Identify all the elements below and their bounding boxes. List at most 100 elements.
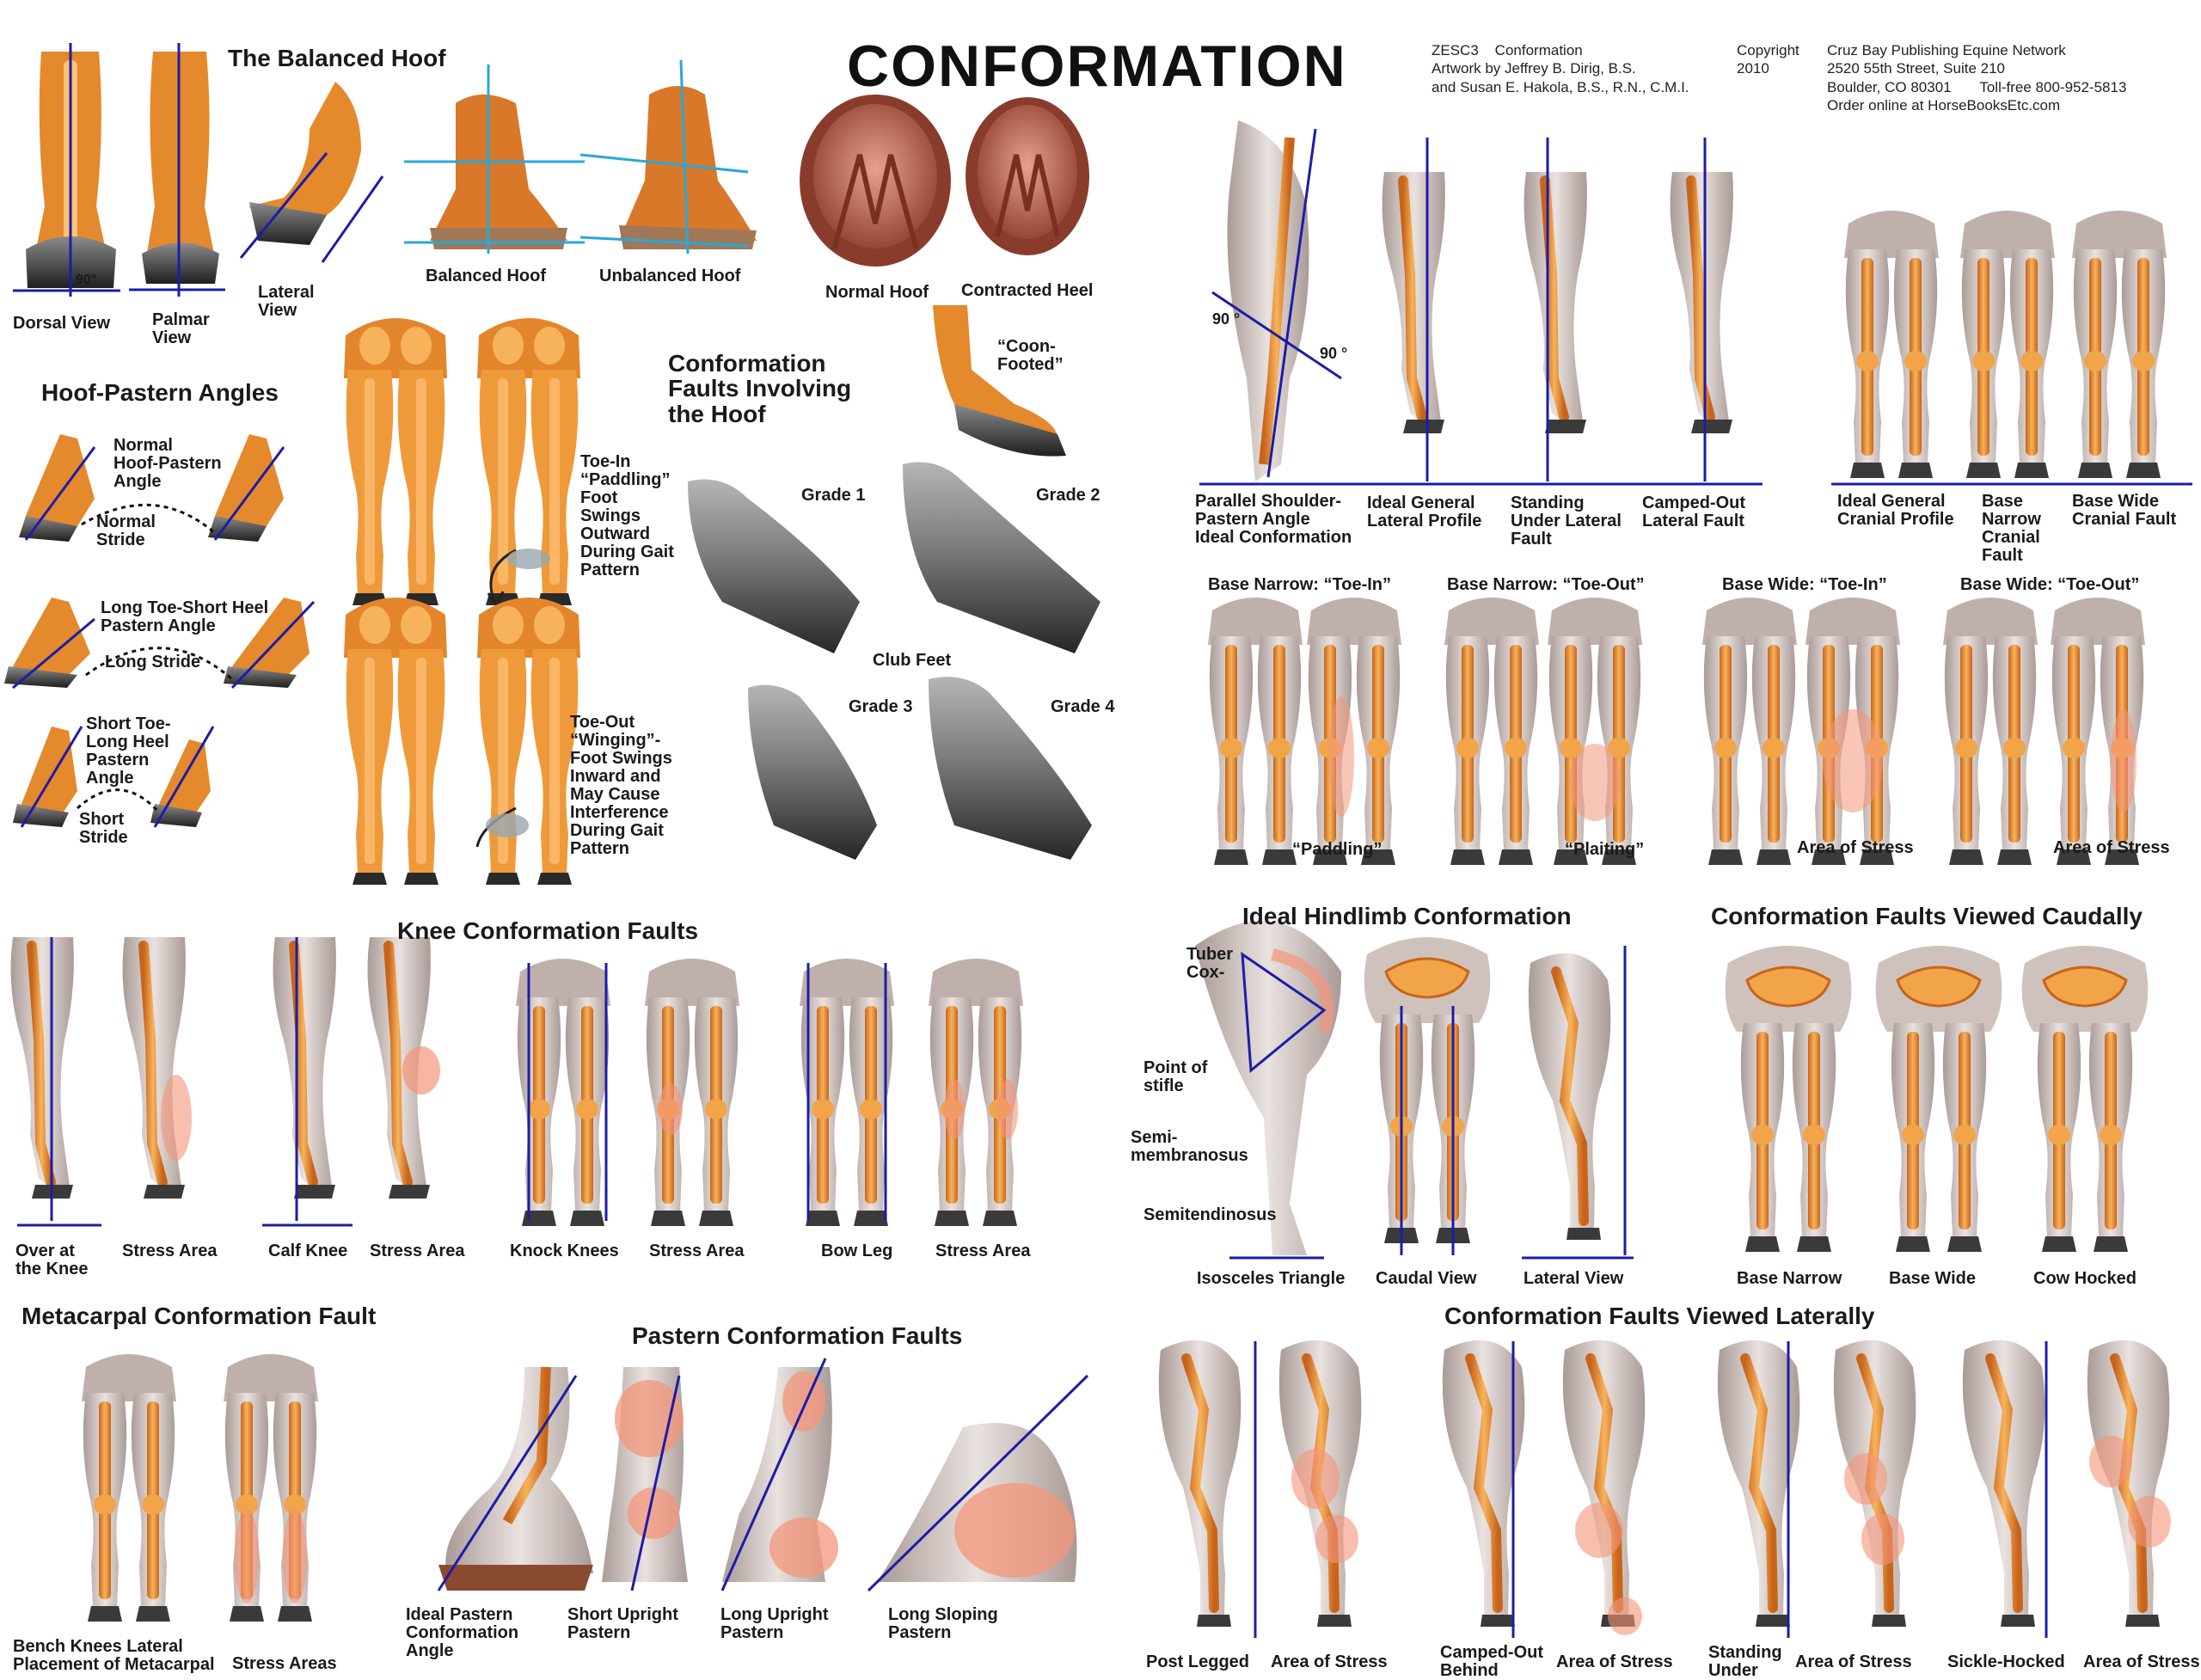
ideal-lateral-label: Ideal General Lateral Profile xyxy=(1367,494,1482,530)
lateral-view-hind-label: Lateral View xyxy=(1524,1269,1624,1288)
caudal-narrow-label: Base Narrow xyxy=(1737,1269,1842,1288)
palmar-view-hoof xyxy=(129,43,225,297)
lat-standing-under xyxy=(1718,1340,1800,1638)
semitendinosus-label: Semitendinosus xyxy=(1143,1205,1277,1224)
short-stride-label: Short Stride xyxy=(79,810,128,847)
balanced-hoof-label: Balanced Hoof xyxy=(426,267,547,285)
cranial-base-wide-label: Base Wide Cranial Fault xyxy=(2072,492,2177,529)
pastern-faults-heading: Pastern Conformation Faults xyxy=(632,1322,963,1349)
contracted-heel-label: Contracted Heel xyxy=(961,281,1094,300)
metacarpal-heading: Metacarpal Conformation Fault xyxy=(21,1303,377,1329)
over-knee-label: Over at the Knee xyxy=(15,1242,89,1278)
parallel-label: Parallel Shoulder- Pastern Angle Ideal C… xyxy=(1195,492,1352,547)
lat-camped-out xyxy=(1443,1340,1525,1638)
lat-post-legged xyxy=(1159,1340,1257,1638)
club-foot-grade-4 xyxy=(929,677,1092,860)
knee-knock-knees xyxy=(516,959,610,1226)
toe-normal-legs-2 xyxy=(344,598,447,885)
coon-footed-hoof xyxy=(933,305,1066,457)
knee-stress-1 xyxy=(123,937,192,1199)
dorsal-view-hoof xyxy=(13,43,120,297)
ideal-hindlimb-heading: Ideal Hindlimb Conformation xyxy=(1242,903,1572,929)
knee-bow-leg xyxy=(800,959,894,1226)
lateral-profile-standing-under xyxy=(1524,138,1587,481)
pastern-short-label: Short Upright Pastern xyxy=(567,1605,678,1642)
normal-hpa-label: Normal Hoof-Pastern Angle xyxy=(113,436,222,491)
lat-standing-under-stress xyxy=(1834,1340,1916,1627)
cranial-base-narrow-label: Base Narrow Cranial Fault xyxy=(1982,492,2041,565)
unbalanced-hoof-illustration xyxy=(579,59,757,254)
bn-toe-in-heading: Base Narrow: “Toe-In” xyxy=(1208,575,1391,594)
coon-footed-label: “Coon- Footed” xyxy=(997,337,1064,374)
metacarpal-stress xyxy=(224,1354,318,1622)
pastern-ideal-label: Ideal Pastern Conformation Angle xyxy=(406,1605,519,1660)
normal-stride-label: Normal Stride xyxy=(96,512,156,549)
club-foot-grade-2 xyxy=(903,462,1100,653)
pastern-long-upright-label: Long Upright Pastern xyxy=(720,1605,829,1642)
hindlimb-caudal-view xyxy=(1364,937,1491,1255)
credits-copyright: Copyright 2010 xyxy=(1737,42,1799,77)
club-foot-grade-3 xyxy=(748,684,877,860)
bn-toe-out-heading: Base Narrow: “Toe-Out” xyxy=(1447,575,1645,594)
toe-out-label: Toe-Out “Winging”- Foot Swings Inward an… xyxy=(570,713,672,858)
bw-toe-out-heading: Base Wide: “Toe-Out” xyxy=(1960,575,2140,594)
knee-stress-4 xyxy=(929,959,1023,1226)
pastern-long-sloping xyxy=(867,1374,1089,1592)
caudal-wide-label: Base Wide xyxy=(1889,1269,1976,1288)
hoof-pastern-heading: Hoof-Pastern Angles xyxy=(41,379,279,406)
angle-a-label: 90 ° xyxy=(1212,310,1241,328)
camped-out-behind-label: Camped-Out Behind xyxy=(1440,1643,1543,1680)
caudal-base-wide xyxy=(1876,946,2002,1252)
semimembranosus-label: Semi- membranosus xyxy=(1131,1128,1248,1165)
lat-sickle-hocked-stress xyxy=(2088,1340,2171,1627)
lat-stress-4-label: Area of Stress xyxy=(2083,1652,2200,1671)
toe-out-legs xyxy=(475,598,580,885)
long-stride-label: Long Stride xyxy=(105,653,201,671)
club-feet-label: Club Feet xyxy=(873,651,952,670)
lateral-profile-parallel xyxy=(1211,120,1342,481)
lat-stress-3-label: Area of Stress xyxy=(1795,1652,1912,1671)
knee-stress-3-label: Stress Area xyxy=(649,1242,745,1260)
tuber-cox-label: Tuber Cox- xyxy=(1186,945,1234,982)
knee-stress-1-label: Stress Area xyxy=(122,1242,218,1260)
palmar-view-label: Palmar View xyxy=(152,310,210,347)
post-legged-label: Post Legged xyxy=(1146,1652,1250,1671)
club-grade-3-label: Grade 3 xyxy=(849,697,913,716)
base-wide-toe-in-legs xyxy=(1702,598,1900,865)
stress-area-bw-in-label: Area of Stress xyxy=(1797,838,1914,857)
knee-stress-2-label: Stress Area xyxy=(370,1242,465,1260)
balanced-hoof-heading: The Balanced Hoof xyxy=(228,45,446,71)
stress-area-bw-out-label: Area of Stress xyxy=(2053,838,2170,857)
bow-leg-label: Bow Leg xyxy=(821,1242,893,1260)
normal-hoof-sole xyxy=(800,95,951,267)
caudal-faults-heading: Conformation Faults Viewed Caudally xyxy=(1711,903,2143,929)
isosceles-label: Isosceles Triangle xyxy=(1197,1269,1346,1288)
toe-normal-legs-1 xyxy=(344,318,447,605)
knee-stress-2 xyxy=(368,937,440,1199)
long-toe-label: Long Toe-Short Heel Pastern Angle xyxy=(101,598,269,635)
credits-artwork: ZESC3 Conformation Artwork by Jeffrey B.… xyxy=(1432,42,1689,95)
credits-publisher: Cruz Bay Publishing Equine Network 2520 … xyxy=(1827,42,2127,113)
lateral-view-label: Lateral View xyxy=(258,283,315,320)
standing-under-label: Standing Under xyxy=(1708,1643,1782,1680)
club-grade-1-label: Grade 1 xyxy=(801,486,866,505)
point-stifle-label: Point of stifle xyxy=(1143,1058,1208,1095)
knee-stress-3 xyxy=(645,959,739,1226)
pastern-ideal xyxy=(437,1366,593,1591)
angle-b-label: 90 ° xyxy=(1320,345,1348,362)
caudal-base-narrow xyxy=(1726,946,1852,1252)
short-toe-label: Short Toe- Long Heel Pastern Angle xyxy=(86,714,171,788)
hindlimb-lateral-view xyxy=(1522,946,1634,1260)
cranial-base-narrow xyxy=(1960,211,2055,478)
pastern-long-upright xyxy=(720,1358,838,1591)
angle-label: 90° xyxy=(76,273,97,287)
club-grade-2-label: Grade 2 xyxy=(1036,486,1100,505)
dorsal-view-label: Dorsal View xyxy=(13,314,111,333)
club-grade-4-label: Grade 4 xyxy=(1051,697,1115,716)
caudal-view-label: Caudal View xyxy=(1376,1269,1477,1288)
cranial-base-wide xyxy=(2072,211,2167,478)
base-narrow-toe-in-legs xyxy=(1208,598,1401,865)
standing-under-lateral-label: Standing Under Lateral Fault xyxy=(1511,494,1622,549)
contracted-heel-sole xyxy=(966,97,1089,255)
